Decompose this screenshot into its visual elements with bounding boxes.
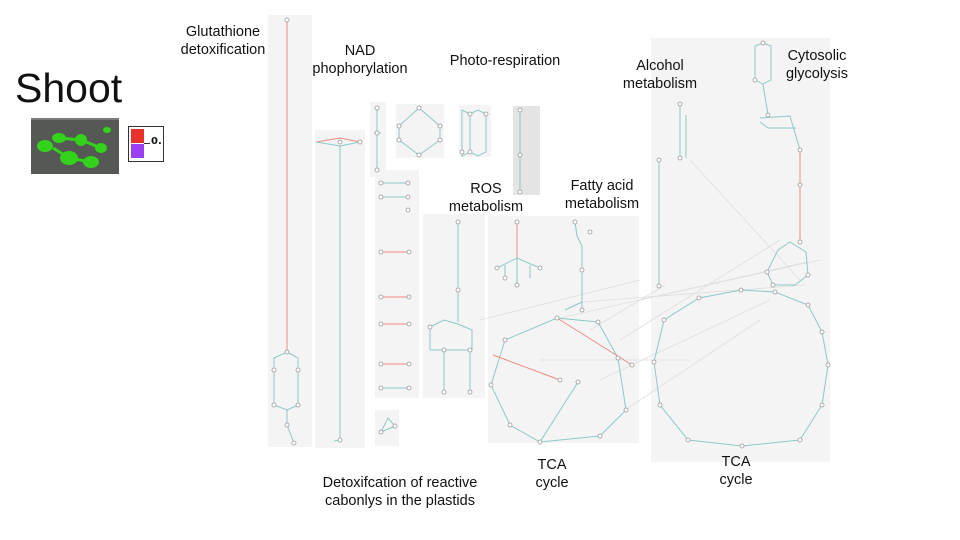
label-alcohol: Alcohol metabolism bbox=[622, 58, 698, 92]
glutathione-network bbox=[273, 20, 299, 444]
fatty-acid-network bbox=[496, 221, 583, 311]
panel-photoresp-3 bbox=[513, 106, 540, 195]
cross-edges bbox=[479, 159, 821, 411]
page-title: Shoot bbox=[15, 65, 123, 111]
alcohol-network bbox=[658, 104, 687, 286]
label-photorespiration: Photo-respiration bbox=[449, 53, 561, 69]
panel-ros bbox=[423, 214, 485, 398]
tca-cycle-2 bbox=[653, 289, 829, 447]
shoot-thumbnail-image bbox=[31, 118, 119, 174]
label-tca-cycle-1: TCA cycle bbox=[535, 457, 569, 491]
tca-cycle-1 bbox=[490, 317, 633, 443]
panel-nad-small bbox=[370, 102, 386, 177]
legend-value: 0. bbox=[151, 136, 162, 147]
label-nad: NAD phophorylation bbox=[312, 43, 408, 77]
label-tca-cycle-2: TCA cycle bbox=[719, 454, 753, 488]
legend-high-swatch bbox=[131, 129, 144, 143]
nad-network bbox=[315, 108, 381, 442]
label-fatty-acid: Fatty acid metabolism bbox=[564, 178, 640, 212]
legend-connector bbox=[144, 143, 150, 144]
panel-photoresp-1 bbox=[396, 104, 444, 158]
carbonyls-network bbox=[380, 182, 409, 433]
label-cytosolic: Cytosolic glycolysis bbox=[785, 48, 849, 82]
panel-glutathione bbox=[268, 15, 312, 447]
nodes bbox=[271, 17, 831, 449]
glycolysis-network bbox=[754, 42, 809, 286]
color-legend: 0. bbox=[128, 126, 164, 162]
panel-tca-2 bbox=[651, 38, 830, 462]
label-glutathione: Glutathione detoxification bbox=[180, 24, 266, 58]
legend-low-swatch bbox=[131, 144, 144, 158]
ros-network bbox=[429, 222, 473, 392]
panel-carbonyls bbox=[375, 170, 419, 398]
label-ros: ROS metabolism bbox=[448, 181, 524, 215]
label-detox-carbonyls: Detoxifcation of reactive cabonlys in th… bbox=[322, 475, 478, 509]
